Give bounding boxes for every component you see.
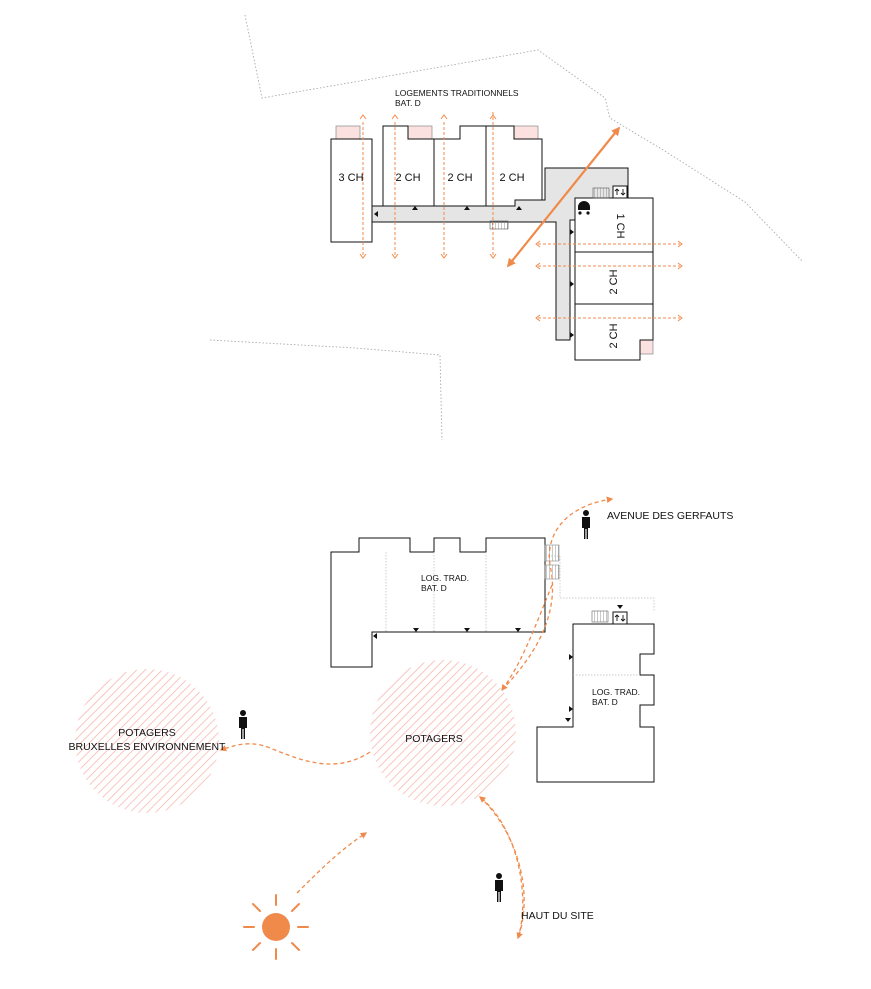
sun-icon: [243, 894, 309, 960]
unit-1: [330, 138, 373, 243]
building-subtitle: BAT. D: [395, 98, 421, 108]
stair-icon: [592, 187, 610, 199]
destination-avenue: AVENUE DES GERFAUTS: [607, 510, 733, 522]
building-north: [330, 537, 546, 668]
garden-left-sublabel: BRUXELLES ENVIRONNEMENT: [69, 741, 227, 753]
elevator-icon: [612, 605, 628, 625]
unit-label-4: 2 CH: [499, 172, 524, 184]
pedestrian-icon: [495, 873, 503, 902]
building-north-label: LOG. TRAD.: [421, 573, 469, 583]
building-north-sublabel: BAT. D: [421, 583, 447, 593]
garden-left-label: POTAGERS: [118, 727, 176, 739]
pedestrian-icon: [239, 710, 247, 739]
building-title: LOGEMENTS TRADITIONNELS: [395, 88, 519, 98]
unit-label-5: 1 CH: [614, 213, 626, 238]
building-east-label: LOG. TRAD.: [592, 687, 640, 697]
unit-label-6: 2 CH: [608, 269, 620, 294]
unit-label-7: 2 CH: [608, 323, 620, 348]
top-plan: LOGEMENTS TRADITIONNELS BAT. D 3 CH 2 CH…: [209, 14, 804, 441]
site-plan: LOG. TRAD. BAT. D LOG. TRAD. BAT. D POTA…: [69, 496, 733, 960]
garden-center-label: POTAGERS: [405, 733, 463, 745]
stair-icon: [544, 564, 560, 580]
unit-label-2: 2 CH: [395, 172, 420, 184]
circulation-paths: [219, 496, 614, 940]
stair-icon: [591, 610, 609, 623]
stair-icon: [544, 544, 560, 562]
site-boundary: [209, 14, 804, 441]
unit-label-1: 3 CH: [338, 172, 363, 184]
garden-center: [370, 660, 516, 806]
elevator-icon: [612, 185, 628, 199]
pedestrian-icon: [582, 510, 590, 539]
view-axis-arrow: [506, 126, 621, 268]
unit-label-3: 2 CH: [447, 172, 472, 184]
garden-left: [75, 669, 219, 813]
destination-haut: HAUT DU SITE: [521, 910, 594, 922]
building-east: [536, 623, 655, 783]
door-markers-site: [373, 628, 573, 722]
building-east-sublabel: BAT. D: [592, 697, 618, 707]
unit-3: [433, 125, 487, 207]
